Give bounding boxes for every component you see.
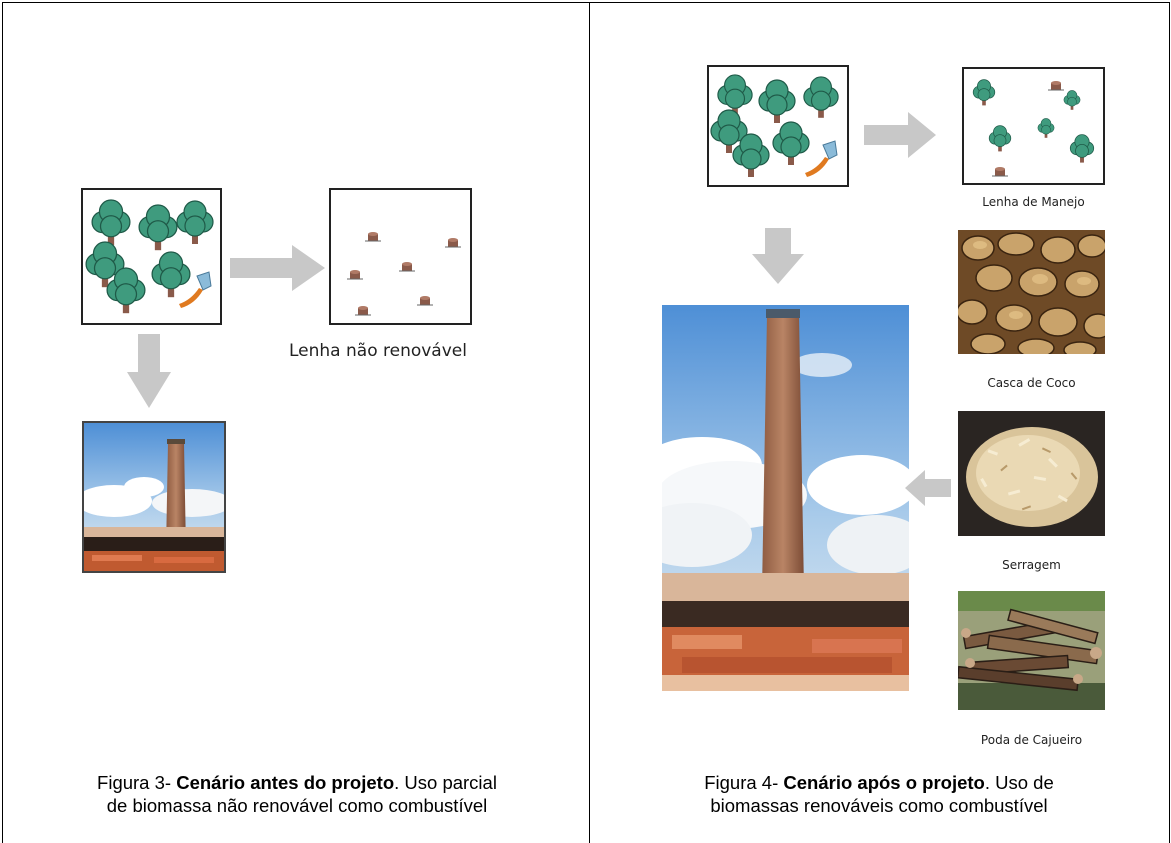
grey-arrow-right-icon [230,245,325,291]
grey-arrow-down-icon [127,334,171,408]
figure-3-caption: Figura 3- Cenário antes do projeto. Uso … [24,771,570,817]
sawdust-photo [958,411,1105,536]
label-serragem: Serragem [1002,558,1061,572]
caption-rest: . Uso parcial [394,772,497,793]
frame-top-border [2,2,1170,3]
label-poda-de-cajueiro: Poda de Cajueiro [980,733,1083,747]
managed-forest-box [962,67,1105,185]
coconut-husk-photo [958,230,1105,354]
forest-box-after [707,65,849,187]
stumps-box [329,188,472,325]
frame-left-border [2,2,3,843]
label-lenha-de-manejo: Lenha de Manejo [982,195,1085,209]
forest-with-axe-icon [85,199,214,314]
caption-line2: biomassas renováveis como combustível [710,795,1048,816]
caption-bold: Cenário após o projeto [783,772,985,793]
label-lenha-nao-renovavel: Lenha não renovável [289,341,467,361]
caption-line2: de biomassa não renovável como combustív… [106,795,488,816]
cashew-pruning-photo [958,591,1105,710]
caption-prefix: Figura 3- [97,772,177,793]
frame-middle-divider [589,2,590,843]
grey-arrow-left-icon [905,470,951,506]
tree-stumps-icon [346,231,462,316]
grey-arrow-right-icon [864,112,936,158]
grey-arrow-down-icon [752,228,804,284]
caption-rest: . Uso de [984,772,1054,793]
figure-4-caption: Figura 4- Cenário após o projeto. Uso de… [604,771,1154,817]
caption-prefix: Figura 4- [704,772,784,793]
frame-right-border [1169,2,1170,843]
forest-with-axe-icon [710,74,839,178]
caption-bold: Cenário antes do projeto [176,772,395,793]
brick-kiln-photo-large [662,305,909,691]
managed-forest-icon [972,79,1095,177]
brick-kiln-photo-small [82,421,226,573]
forest-box [81,188,222,325]
label-casca-de-coco: Casca de Coco [987,376,1076,390]
